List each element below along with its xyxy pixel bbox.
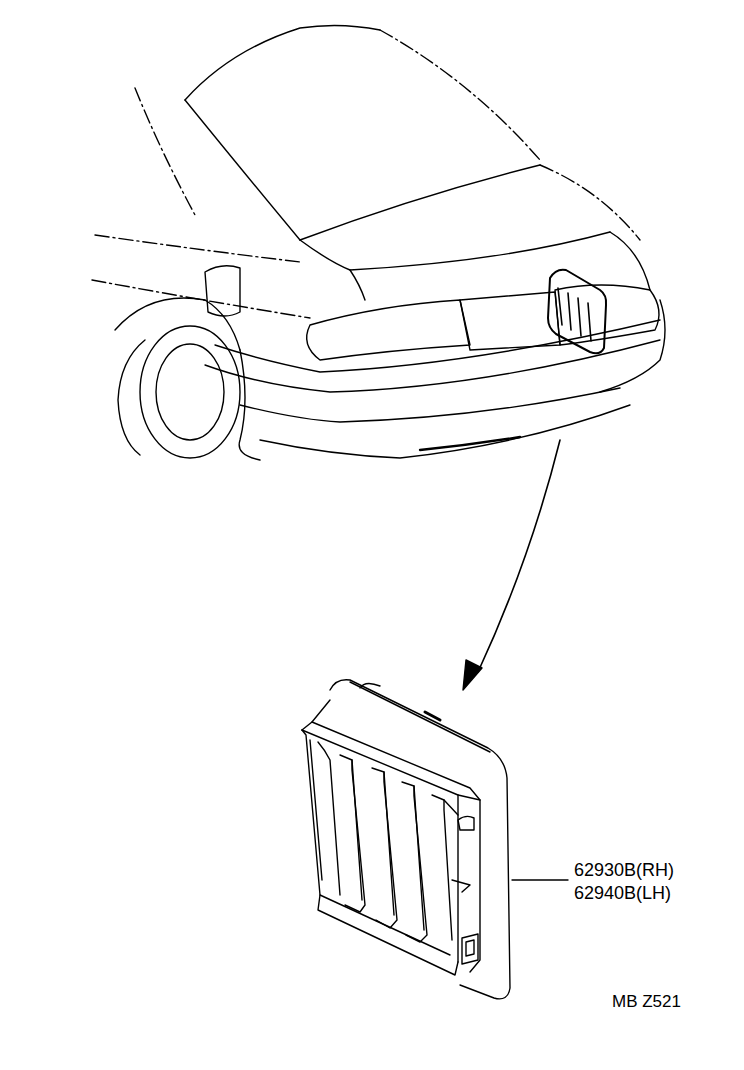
leader-line bbox=[512, 879, 568, 880]
vent-louver-part bbox=[302, 680, 510, 999]
pointer-arrow bbox=[463, 440, 560, 690]
car-rear-view bbox=[92, 25, 665, 460]
part-number: 62940B(LH) bbox=[574, 883, 671, 903]
part-number: 62930B(RH) bbox=[574, 860, 674, 880]
figure-code: MB Z521 bbox=[612, 992, 681, 1012]
